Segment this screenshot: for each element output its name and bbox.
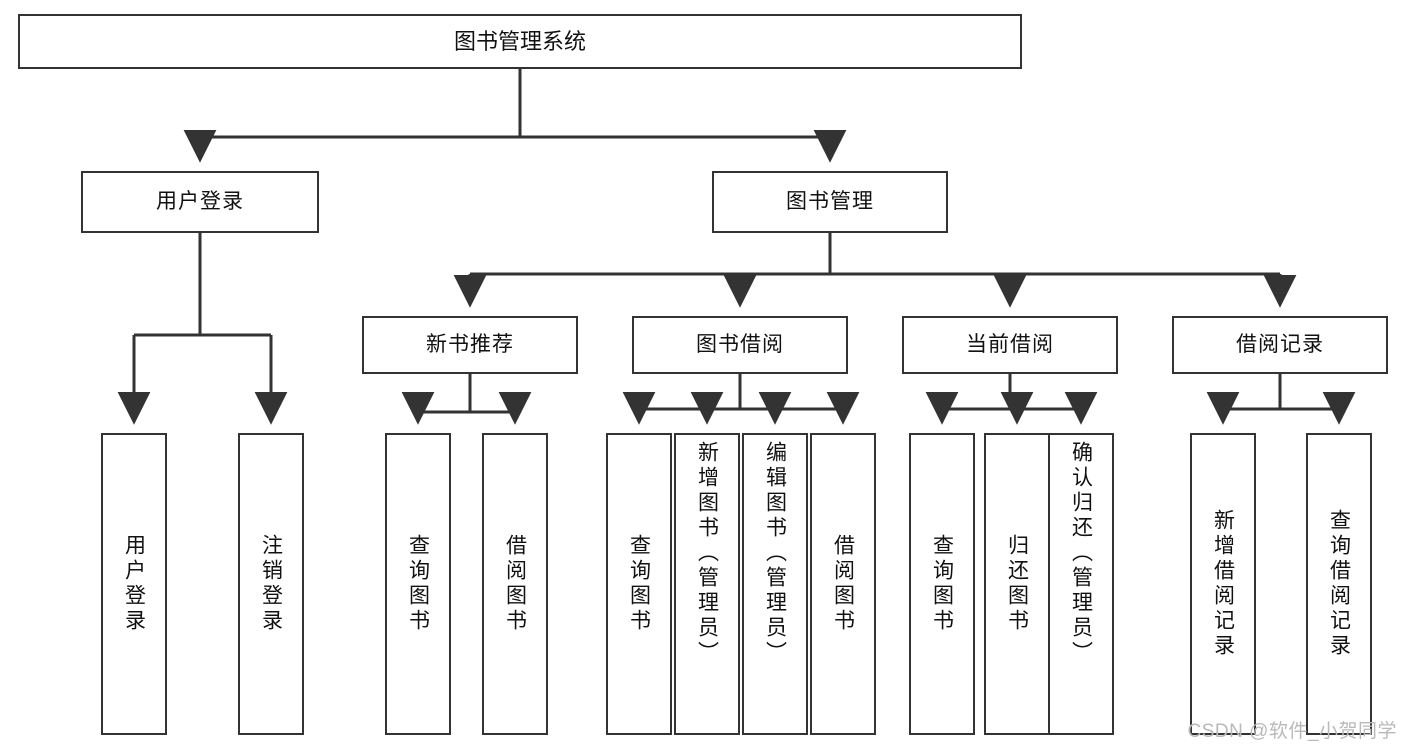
leaf-confirm-return-admin[interactable]: 确认归还（管理员） xyxy=(1048,433,1114,735)
leaf-query-book-current[interactable]: 查询图书 xyxy=(909,433,975,735)
node-user-login-label: 用户登录 xyxy=(156,189,244,213)
leaf-borrow-book-borrow[interactable]: 借阅图书 xyxy=(810,433,876,735)
leaf-user-login-label: 用户登录 xyxy=(122,534,146,634)
leaf-add-borrow-record-label: 新增借阅记录 xyxy=(1211,509,1235,659)
leaf-borrow-book-borrow-label: 借阅图书 xyxy=(831,534,855,634)
leaf-query-book-current-label: 查询图书 xyxy=(930,534,954,634)
node-book-borrow[interactable]: 图书借阅 xyxy=(632,316,848,374)
leaf-logout-label: 注销登录 xyxy=(259,534,283,634)
leaf-query-book-borrow-label: 查询图书 xyxy=(627,534,651,634)
leaf-return-book-label: 归还图书 xyxy=(1005,534,1029,634)
leaf-query-book-recommend[interactable]: 查询图书 xyxy=(385,433,451,735)
node-book-manage[interactable]: 图书管理 xyxy=(712,171,948,233)
leaf-borrow-book-recommend-label: 借阅图书 xyxy=(503,534,527,634)
node-new-book-recommend-label: 新书推荐 xyxy=(426,332,514,356)
leaf-confirm-return-admin-label: 确认归还（管理员） xyxy=(1069,441,1093,666)
node-root-label: 图书管理系统 xyxy=(453,28,586,54)
leaf-add-book-admin-label: 新增图书（管理员） xyxy=(695,441,719,666)
leaf-query-book-borrow[interactable]: 查询图书 xyxy=(606,433,672,735)
node-book-borrow-label: 图书借阅 xyxy=(696,332,784,356)
leaf-add-borrow-record[interactable]: 新增借阅记录 xyxy=(1190,433,1256,735)
leaf-query-book-recommend-label: 查询图书 xyxy=(406,534,430,634)
leaf-logout[interactable]: 注销登录 xyxy=(238,433,304,735)
node-book-manage-label: 图书管理 xyxy=(786,189,874,213)
leaf-return-book[interactable]: 归还图书 xyxy=(984,433,1050,735)
leaf-query-borrow-record[interactable]: 查询借阅记录 xyxy=(1306,433,1372,735)
node-borrow-record[interactable]: 借阅记录 xyxy=(1172,316,1388,374)
leaf-user-login[interactable]: 用户登录 xyxy=(101,433,167,735)
csdn-watermark: CSDN @软件_小贺同学 xyxy=(1187,721,1397,742)
node-new-book-recommend[interactable]: 新书推荐 xyxy=(362,316,578,374)
leaf-query-borrow-record-label: 查询借阅记录 xyxy=(1327,509,1351,659)
node-current-borrow[interactable]: 当前借阅 xyxy=(902,316,1118,374)
node-user-login[interactable]: 用户登录 xyxy=(81,171,319,233)
node-borrow-record-label: 借阅记录 xyxy=(1236,332,1324,356)
leaf-borrow-book-recommend[interactable]: 借阅图书 xyxy=(482,433,548,735)
leaf-edit-book-admin-label: 编辑图书（管理员） xyxy=(763,441,787,666)
leaf-add-book-admin[interactable]: 新增图书（管理员） xyxy=(674,433,740,735)
node-current-borrow-label: 当前借阅 xyxy=(966,332,1054,356)
node-root-system[interactable]: 图书管理系统 xyxy=(18,14,1022,69)
leaf-edit-book-admin[interactable]: 编辑图书（管理员） xyxy=(742,433,808,735)
